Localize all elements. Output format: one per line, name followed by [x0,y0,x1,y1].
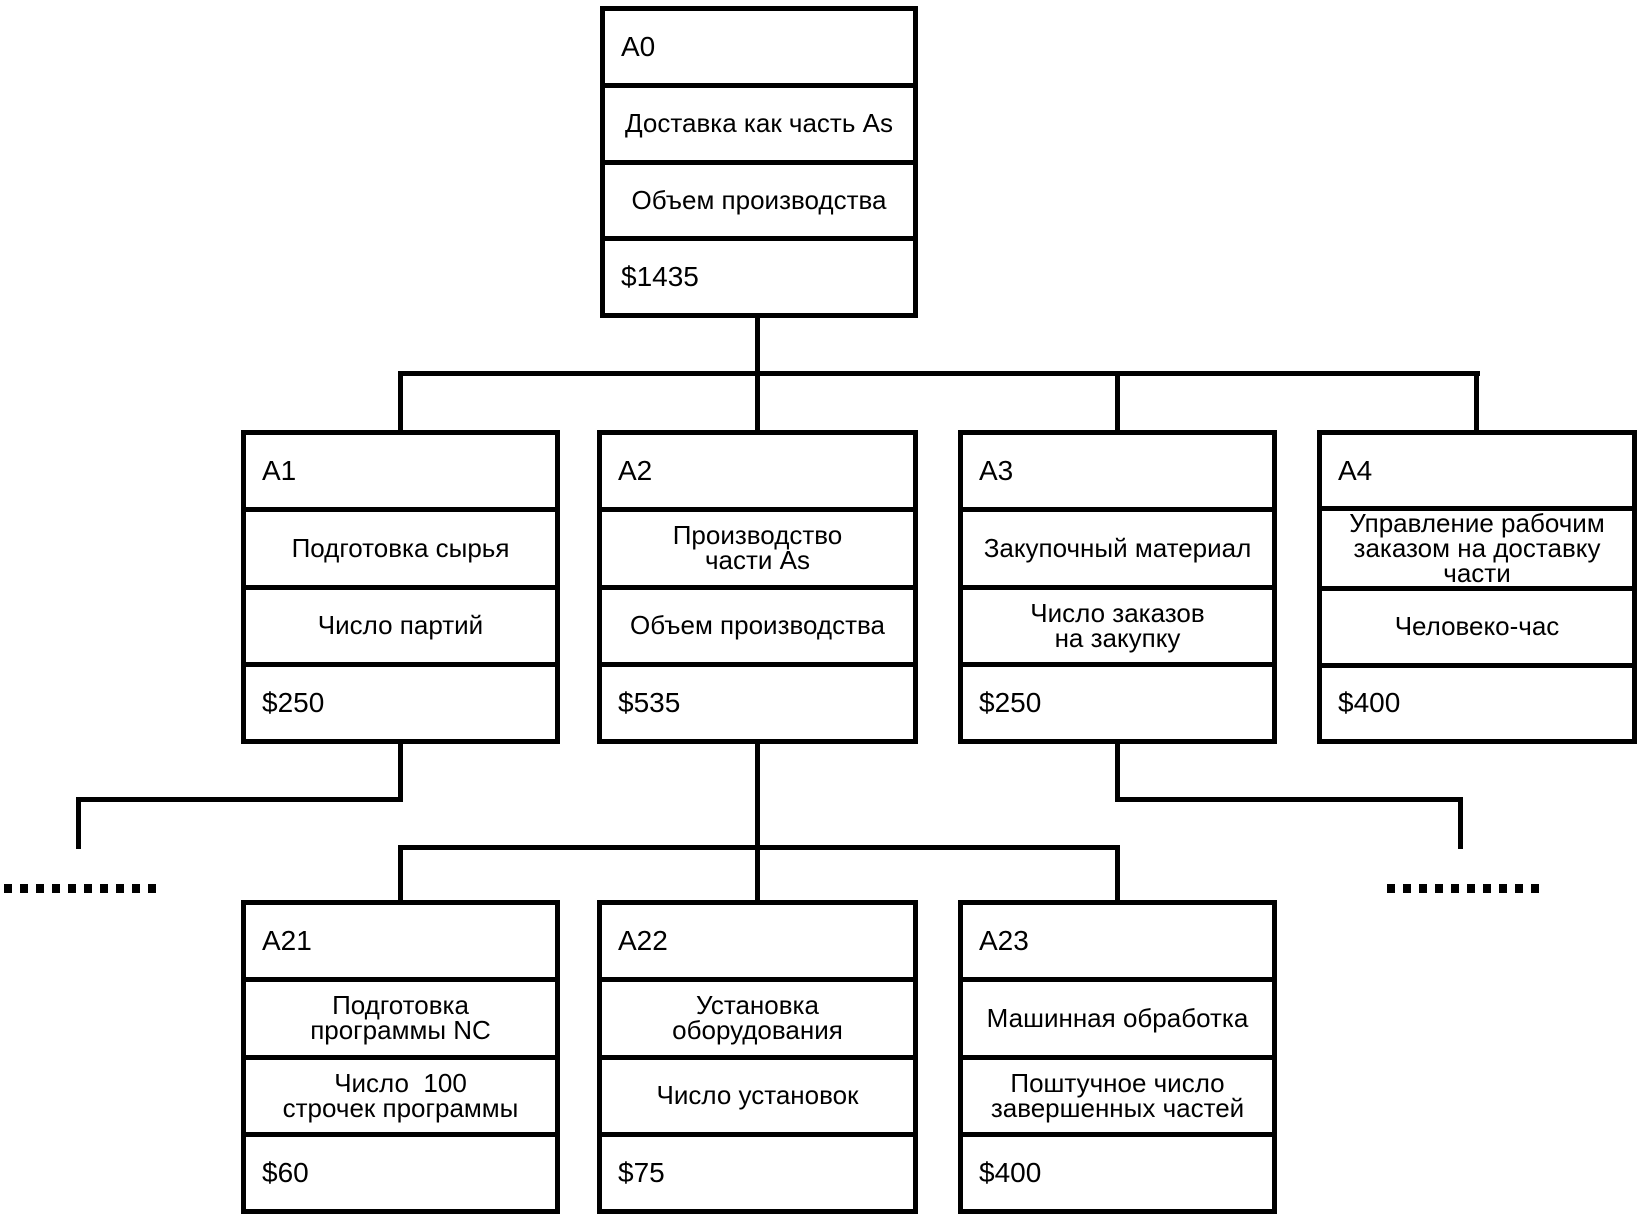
activity-driver: Число 100 строчек программы [246,1060,555,1137]
activity-name: Производство части As [602,512,913,590]
activity-id: A23 [963,905,1272,983]
connector-a1-stub [76,797,81,849]
activity-id: A1 [246,435,555,513]
connector-a3-drop [1115,744,1120,802]
connector-drop-a2 [755,371,760,430]
activity-id: A22 [602,905,913,983]
connector-bus-level1 [398,371,1480,376]
ellipsis-left [4,884,156,893]
activity-driver: Число заказов на закупку [963,590,1272,667]
activity-cost: $60 [262,1156,309,1188]
connector-drop-a21 [398,845,403,900]
connector-a2-drop [755,744,760,850]
activity-id: A21 [246,905,555,983]
activity-cost: $400 [1338,687,1401,719]
activity-id: A3 [963,435,1272,513]
connector-a3-stub [1458,797,1463,849]
activity-id: A4 [1322,435,1632,512]
connector-a3-elbow [1115,797,1463,802]
connector-a1-drop [398,744,403,802]
connector-drop-a1 [398,371,403,430]
activity-box-a1: A1 Подготовка сырья Число партий $250 [241,430,560,744]
activity-driver: Число установок [602,1060,913,1137]
activity-name: Подготовка сырья [246,512,555,590]
activity-box-a0: A0 Доставка как часть As Объем производс… [600,6,918,318]
activity-box-a22: A22 Установка оборудования Число установ… [597,900,918,1214]
activity-name: Машинная обработка [963,982,1272,1060]
connector-drop-a4 [1474,371,1479,430]
activity-driver: Число партий [246,590,555,667]
connector-a1-elbow [76,797,403,802]
activity-cost: $535 [618,686,681,718]
activity-cost: $250 [262,686,325,718]
connector-drop-a22 [755,845,760,900]
activity-cost: $1435 [621,261,699,293]
activity-box-a4: A4 Управление рабочим заказом на доставк… [1317,430,1637,744]
activity-driver: Человеко-час [1322,591,1632,668]
activity-cost: $400 [979,1156,1042,1188]
activity-driver: Объем производства [605,165,913,242]
activity-box-a2: A2 Производство части As Объем производс… [597,430,918,744]
connector-a0-drop [755,318,760,376]
activity-name: Установка оборудования [602,982,913,1060]
activity-cost: $250 [979,686,1042,718]
activity-name: Управление рабочим заказом на доставку ч… [1322,510,1632,592]
activity-id: A2 [602,435,913,513]
activity-driver: Поштучное число завершенных частей [963,1060,1272,1137]
connector-drop-a23 [1115,845,1120,900]
connector-drop-a3 [1115,371,1120,430]
activity-name: Доставка как часть As [605,88,913,165]
activity-box-a3: A3 Закупочный материал Число заказов на … [958,430,1277,744]
ellipsis-right [1387,884,1541,893]
activity-box-a21: A21 Подготовка программы NC Число 100 ст… [241,900,560,1214]
activity-cost: $75 [618,1156,665,1188]
activity-name: Подготовка программы NC [246,982,555,1060]
activity-id: A0 [605,11,913,88]
activity-name: Закупочный материал [963,512,1272,590]
activity-box-a23: A23 Машинная обработка Поштучное число з… [958,900,1277,1214]
activity-driver: Объем производства [602,590,913,667]
